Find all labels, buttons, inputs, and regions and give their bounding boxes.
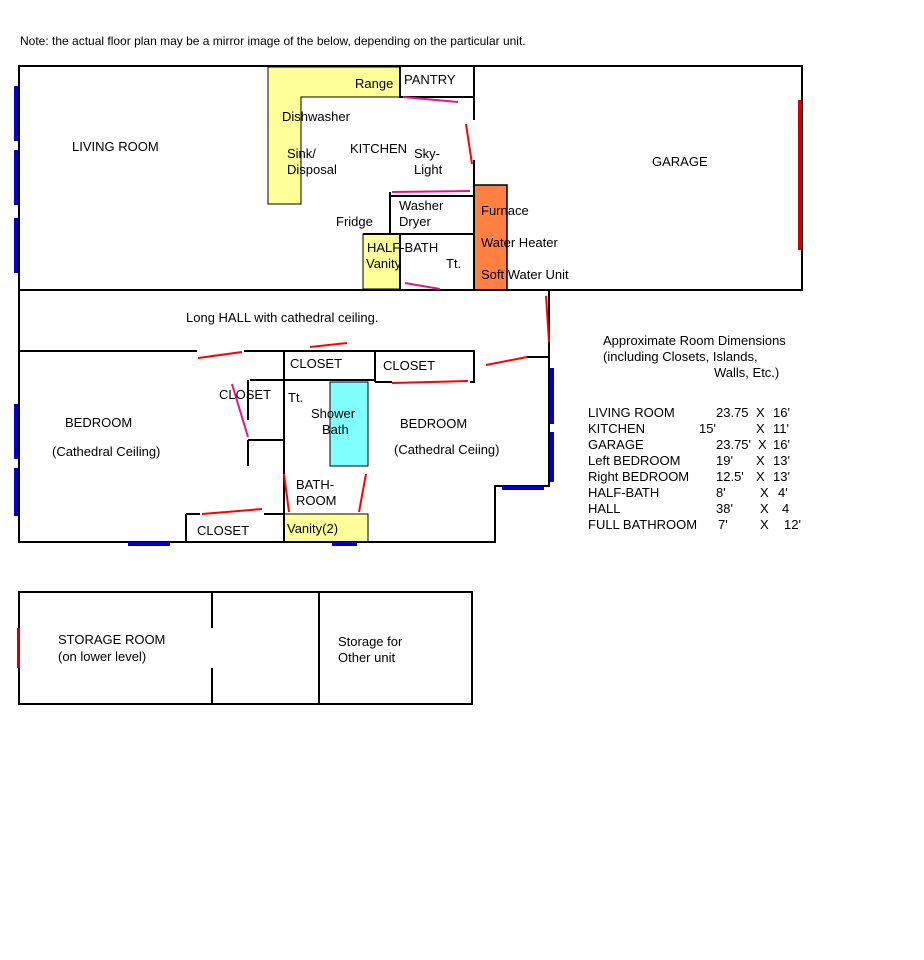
label-furnace: Furnace bbox=[481, 203, 529, 218]
dimension-row-0-x: X bbox=[756, 405, 765, 420]
label-kitchen: KITCHEN bbox=[350, 141, 407, 156]
dimension-row-7-a: 7' bbox=[718, 517, 728, 532]
dimension-row-5-b: 4' bbox=[778, 485, 788, 500]
dimension-row-6-x: X bbox=[760, 501, 769, 516]
label-skylight-2: Light bbox=[414, 162, 443, 177]
dimension-row-0-b: 16' bbox=[773, 405, 790, 420]
dimension-row-3-a: 19' bbox=[716, 453, 733, 468]
label-vanity: Vanity bbox=[366, 256, 402, 271]
label-range: Range bbox=[355, 76, 393, 91]
dimension-row-6-room: HALL bbox=[588, 501, 621, 516]
dimension-row-6-a: 38' bbox=[716, 501, 733, 516]
dimension-row-4-a: 12.5' bbox=[716, 469, 744, 484]
label-closet-d: CLOSET bbox=[197, 523, 249, 538]
dimension-row-2-x: X bbox=[758, 437, 767, 452]
dimension-row-7-room: FULL BATHROOM bbox=[588, 517, 697, 532]
dimensions-title-1: Approximate Room Dimensions bbox=[603, 333, 786, 348]
dimension-row-4-room: Right BEDROOM bbox=[588, 469, 689, 484]
label-half-bath: HALF-BATH bbox=[367, 240, 438, 255]
bathroom-vanity bbox=[283, 513, 369, 543]
walls bbox=[18, 65, 803, 705]
dimension-row-0-a: 23.75 bbox=[716, 405, 749, 420]
dimension-row-1-x: X bbox=[756, 421, 765, 436]
label-dishwasher: Dishwasher bbox=[282, 109, 351, 124]
label-washer: Washer bbox=[399, 198, 444, 213]
label-bathroom-1: BATH- bbox=[296, 477, 334, 492]
garage-door-large bbox=[798, 100, 802, 250]
shower-stall bbox=[329, 381, 369, 467]
dimension-row-3-room: Left BEDROOM bbox=[588, 453, 680, 468]
dimension-row-2-room: GARAGE bbox=[588, 437, 644, 452]
dimension-row-1-room: KITCHEN bbox=[588, 421, 645, 436]
dimensions-panel: Approximate Room Dimensions (including C… bbox=[588, 333, 801, 532]
dimension-row-7-b: 12' bbox=[784, 517, 801, 532]
dimensions-title-3: Walls, Etc.) bbox=[714, 365, 779, 380]
label-fridge: Fridge bbox=[336, 214, 373, 229]
label-bedroom-right: BEDROOM bbox=[400, 416, 467, 431]
label-bedroom-right-sub: (Cathedral Ceiing) bbox=[394, 442, 500, 457]
label-pantry: PANTRY bbox=[404, 72, 456, 87]
doors bbox=[197, 96, 550, 515]
dimension-row-1-b: 11' bbox=[773, 421, 789, 436]
label-other-2: Other unit bbox=[338, 650, 395, 665]
label-sink-1: Sink/ bbox=[287, 146, 316, 161]
label-storage-1: STORAGE ROOM bbox=[58, 632, 165, 647]
label-shower-2: Bath bbox=[322, 422, 349, 437]
label-garage: GARAGE bbox=[652, 154, 708, 169]
label-soft-water: Soft Water Unit bbox=[481, 267, 569, 282]
utility-closet bbox=[473, 184, 508, 291]
label-closet-c: CLOSET bbox=[219, 387, 271, 402]
dimension-row-1-a: 15' bbox=[699, 421, 716, 436]
dimension-row-0-room: LIVING ROOM bbox=[588, 405, 675, 420]
label-hall: Long HALL with cathedral ceiling. bbox=[186, 310, 378, 325]
label-sink-2: Disposal bbox=[287, 162, 337, 177]
dimension-row-6-b: 4 bbox=[782, 501, 789, 516]
dimensions-title-2: (including Closets, Islands, bbox=[603, 349, 758, 364]
dimension-row-5-room: HALF-BATH bbox=[588, 485, 659, 500]
label-other-1: Storage for bbox=[338, 634, 403, 649]
label-storage-2: (on lower level) bbox=[58, 649, 146, 664]
dimension-row-7-x: X bbox=[760, 517, 769, 532]
dimension-row-2-b: 16' bbox=[773, 437, 790, 452]
label-bedroom-left-sub: (Cathedral Ceiling) bbox=[52, 444, 160, 459]
label-bathroom-2: ROOM bbox=[296, 493, 336, 508]
label-living-room: LIVING ROOM bbox=[72, 139, 159, 154]
windows bbox=[14, 86, 554, 546]
dimension-row-5-x: X bbox=[760, 485, 769, 500]
label-shower-1: Shower bbox=[311, 406, 356, 421]
label-dryer: Dryer bbox=[399, 214, 431, 229]
dimension-row-4-b: 13' bbox=[773, 469, 790, 484]
dimension-row-2-a: 23.75' bbox=[716, 437, 751, 452]
dimension-row-3-b: 13' bbox=[773, 453, 790, 468]
room-labels: Range PANTRY Dishwasher LIVING ROOM KITC… bbox=[52, 72, 708, 665]
dimension-row-5-a: 8' bbox=[716, 485, 726, 500]
label-toilet-2: Tt. bbox=[288, 390, 303, 405]
dimension-row-3-x: X bbox=[756, 453, 765, 468]
storage-door bbox=[17, 628, 20, 668]
label-vanity2: Vanity(2) bbox=[287, 521, 338, 536]
label-bedroom-left: BEDROOM bbox=[65, 415, 132, 430]
label-closet-b: CLOSET bbox=[383, 358, 435, 373]
label-toilet-1: Tt. bbox=[446, 256, 461, 271]
label-closet-a: CLOSET bbox=[290, 356, 342, 371]
label-skylight-1: Sky- bbox=[414, 146, 440, 161]
plan-note: Note: the actual floor plan may be a mir… bbox=[20, 34, 526, 48]
label-water-heater: Water Heater bbox=[481, 235, 558, 250]
dimension-row-4-x: X bbox=[756, 469, 765, 484]
